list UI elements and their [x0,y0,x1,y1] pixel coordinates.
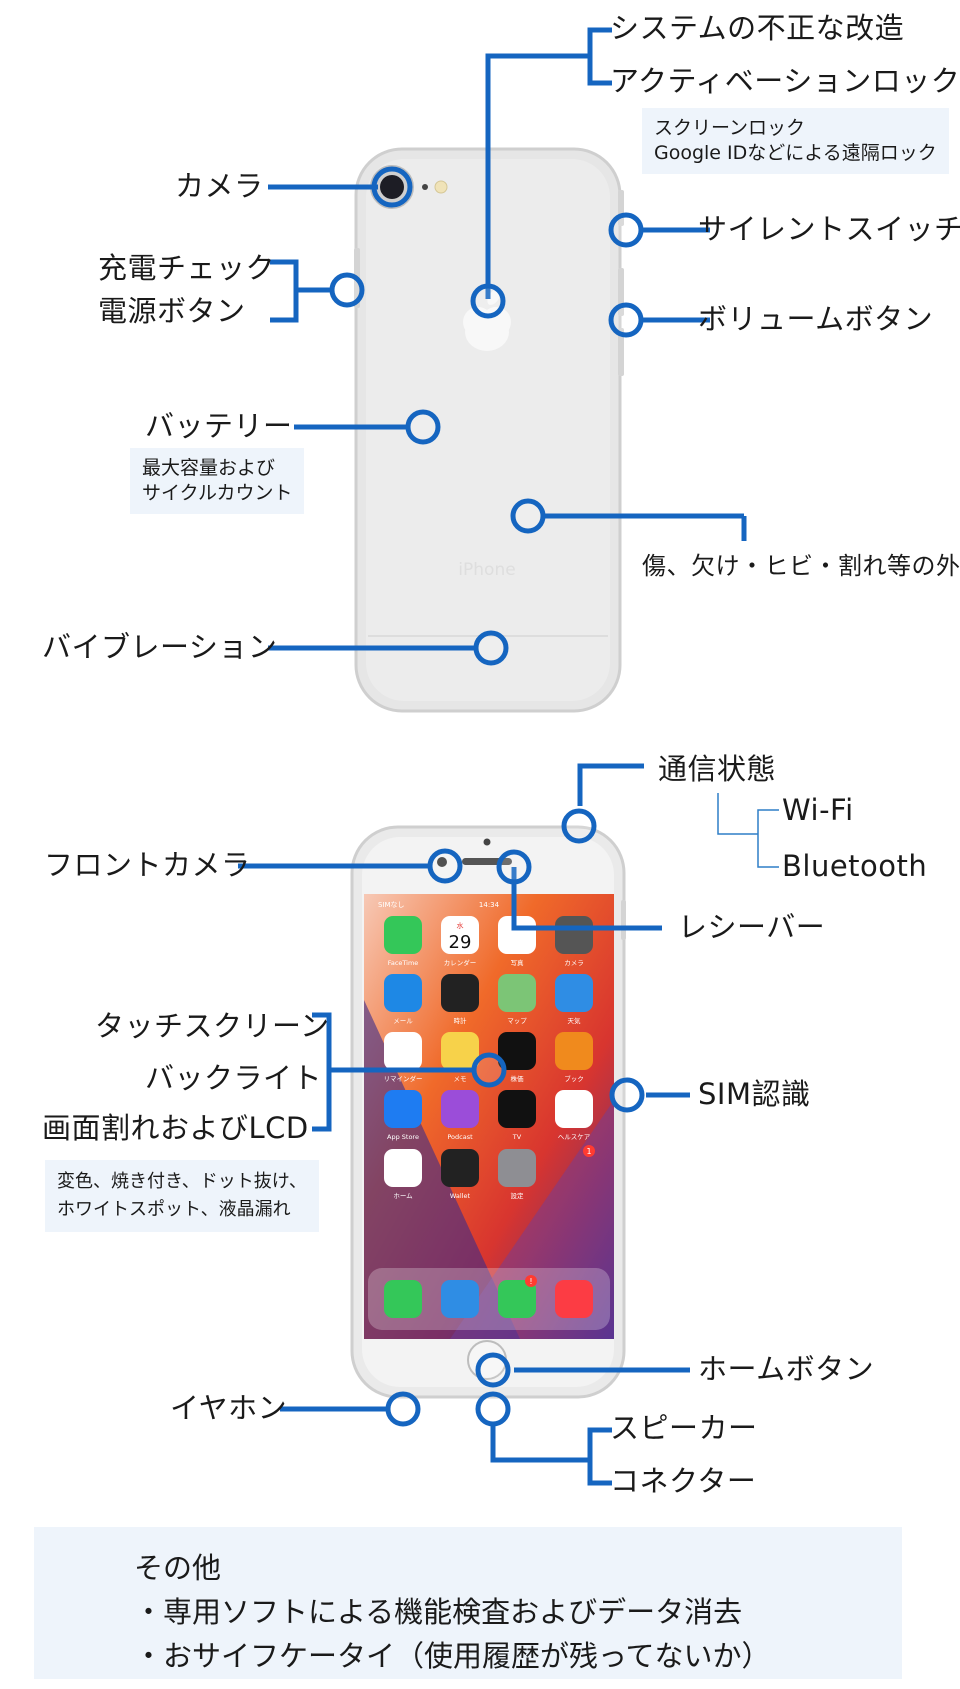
label-sim: SIM認識 [698,1077,811,1111]
label-receiver: レシーバー [678,910,826,944]
app-label: カメラ [564,959,584,967]
app-label: メール [393,1017,413,1025]
app-label: Podcast [447,1133,473,1141]
label-vibration: バイブレーション [42,630,278,664]
label-system-mod: システムの不正な改造 [610,11,905,45]
app-label: 写真 [511,958,525,967]
label-exterior: 傷、欠け・ヒビ・割れ等の外観 [642,552,960,580]
label-charge-check: 充電チェック [98,251,276,285]
other-title: その他 [134,1551,222,1585]
app-icon [384,1032,422,1070]
note-lcd: 変色、焼き付き、ドット抜け、 ホワイトスポット、液晶漏れ [45,1160,319,1232]
other-box: その他 ・専用ソフトによる機能検査およびデータ消去 ・おサイフケータイ（使用履歴… [34,1527,902,1679]
label-volume-button: ボリュームボタン [698,302,934,336]
app-label: メモ [454,1075,467,1083]
note-activation: スクリーンロック Google IDなどによる遠隔ロック [642,108,949,174]
app-label: ヘルスケア [558,1133,591,1141]
network-bracket [717,793,779,868]
app-icon [441,1090,479,1128]
app-icon [555,916,593,954]
app-label: ホーム [393,1192,413,1200]
app-label: FaceTime [388,959,419,967]
app-label: カレンダー [444,958,477,967]
callout-lines [238,27,747,1486]
app-label: 時計 [454,1016,468,1025]
calendar-weekday: 水 [457,921,464,930]
app-icon [441,916,479,954]
dock [368,1268,610,1330]
note-activation-line-1: スクリーンロック [654,117,806,139]
app-label: Wallet [450,1192,471,1200]
app-label: 設定 [511,1191,525,1200]
app-icon [555,1090,593,1128]
app-label: App Store [387,1133,419,1141]
iphone-engraving: iPhone [458,560,515,580]
dock-app-icon [384,1280,422,1318]
app-label: マップ [507,1017,527,1025]
label-camera: カメラ [175,169,264,203]
app-icon [498,1149,536,1187]
messages-badge [525,1275,537,1287]
note-lcd-line-1: 変色、焼き付き、ドット抜け、 [57,1171,307,1192]
note-lcd-line-2: ホワイトスポット、液晶漏れ [57,1199,291,1220]
app-icon [441,974,479,1012]
app-label: リマインダー [384,1074,423,1083]
note-activation-line-2: Google IDなどによる遠隔ロック [654,142,937,164]
status-time: 14:34 [479,901,500,909]
status-carrier: SIMなし [378,901,405,909]
label-backlight: バックライト [145,1061,323,1095]
app-icon [498,974,536,1012]
dock-app-icon [441,1280,479,1318]
label-bluetooth: Bluetooth [782,849,928,883]
app-icon [441,1032,479,1070]
app-label: 天気 [568,1016,582,1025]
label-front-camera: フロントカメラ [44,848,251,882]
label-earphone: イヤホン [170,1391,288,1425]
app-icon [555,1032,593,1070]
app-icon [441,1149,479,1187]
label-power-button: 電源ボタン [98,294,246,328]
other-item-1: ・専用ソフトによる機能検査およびデータ消去 [134,1595,743,1629]
other-item-2: ・おサイフケータイ（使用履歴が残ってないか） [134,1639,771,1673]
label-network: 通信状態 [658,752,777,786]
label-wifi: Wi-Fi [782,793,854,827]
note-battery: 最大容量および サイクルカウント [130,448,305,514]
app-icon [498,916,536,954]
app-icon [498,1032,536,1070]
label-lcd: 画面割れおよびLCD [42,1111,309,1145]
label-connector: コネクター [610,1464,757,1498]
app-label: 株価 [511,1074,525,1083]
label-battery: バッテリー [145,409,293,443]
calendar-day: 29 [449,932,472,953]
app-label: TV [512,1133,522,1141]
label-silent-switch: サイレントスイッチ [698,212,960,246]
dock-app-icon [555,1280,593,1318]
app-label: ブック [564,1074,584,1083]
app-icon [384,1090,422,1128]
app-icon [555,974,593,1012]
note-battery-line-2: サイクルカウント [142,482,293,504]
settings-badge-count: 1 [586,1147,591,1156]
dock-app-icon [498,1280,536,1318]
note-battery-line-1: 最大容量および [142,457,276,479]
label-speaker: スピーカー [610,1411,758,1445]
label-home-button: ホームボタン [698,1352,875,1386]
callout-markers [329,166,645,1427]
app-icon [384,1149,422,1187]
app-icon [384,916,422,954]
label-touch-screen: タッチスクリーン [95,1009,330,1043]
messages-badge-mark: ! [529,1277,532,1286]
app-icon [384,974,422,1012]
settings-badge [583,1145,595,1157]
label-activation-lock: アクティベーションロック [610,64,960,98]
app-icon [498,1090,536,1128]
